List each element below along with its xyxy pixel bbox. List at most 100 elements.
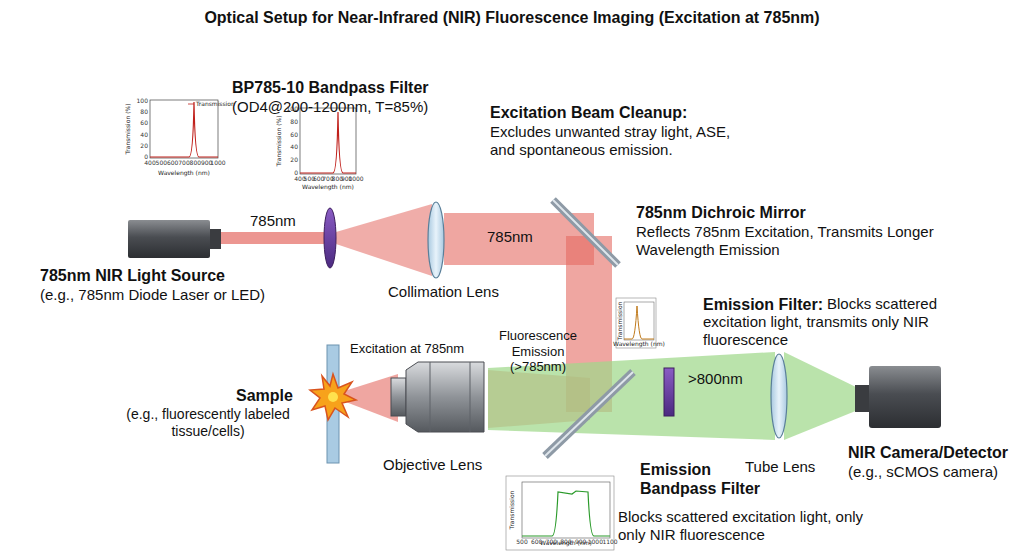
- filter-description: Blocks scattered excitation light, trans…: [703, 295, 988, 349]
- beam-label: Fluorescence Emission (>785nm): [492, 328, 584, 375]
- tick-label: 700: [546, 539, 557, 545]
- tick-label: 1100: [602, 539, 617, 545]
- tick-label: 100: [137, 98, 148, 104]
- spectrum-chart: [300, 112, 356, 173]
- fluorescence-burst: [310, 374, 356, 420]
- source-description: (e.g., 785nm Diode Laser or LED): [40, 286, 265, 304]
- lens-name: Objective Lens: [383, 456, 482, 474]
- axis-title: Wavelength (nm): [302, 184, 354, 190]
- spectrum-chart: [522, 491, 610, 536]
- camera: [855, 366, 941, 428]
- detector-description: (e.g., sCMOS camera): [848, 463, 998, 481]
- wavelength-label: >800nm: [688, 370, 743, 388]
- tick-label: 800: [190, 160, 201, 166]
- camera: [855, 385, 870, 412]
- tick-label: 60: [290, 132, 298, 138]
- tick-label: 80: [290, 119, 298, 125]
- mirror-description: Reflects 785nm Excitation, Transmits Lon…: [636, 223, 966, 259]
- tick-label: 700: [178, 160, 189, 166]
- tube-lens: [771, 354, 787, 438]
- spectrum-chart: [624, 302, 654, 340]
- wavelength-label: 785nm: [250, 212, 296, 230]
- wavelength-label: 785nm: [487, 228, 533, 246]
- dichroic-mirror: [553, 200, 618, 265]
- filter-name: Emission Bandpass Filter: [640, 460, 778, 498]
- spectrum-chart: [150, 102, 218, 157]
- chart-legend: Transmission: [196, 101, 235, 107]
- spectrum-chart: [150, 100, 218, 158]
- objective-lens: [470, 362, 471, 432]
- note-heading: Excitation Beam Cleanup:: [490, 103, 687, 122]
- spectrum-chart: [506, 476, 614, 550]
- detector-name: NIR Camera/Detector: [848, 443, 1008, 462]
- sample-description: (e.g., fluorescently labeled tissue/cell…: [110, 406, 306, 440]
- axis-title: Transmission: [617, 302, 623, 341]
- excitation-beam: [336, 204, 432, 276]
- excitation-beam: [220, 232, 326, 244]
- light-source: [128, 220, 221, 258]
- tube-lens: [771, 354, 787, 438]
- tick-label: 40: [290, 144, 298, 150]
- beam-label: Excitation at 785nm: [350, 341, 464, 357]
- lens-name: Collimation Lens: [388, 283, 499, 301]
- tick-label: 20: [290, 157, 298, 163]
- fluorescence-burst: [310, 374, 356, 420]
- lower-mirror: [545, 372, 633, 456]
- objective-lens: [406, 362, 484, 432]
- objective-lens: [430, 362, 431, 432]
- lower-mirror: [545, 372, 633, 456]
- collimation-lens: [428, 202, 444, 278]
- light-source: [210, 229, 221, 249]
- collimation-lens: [428, 202, 444, 278]
- diagram-title: Optical Setup for Near-Infrared (NIR) Fl…: [0, 9, 1024, 27]
- tick-label: 500: [156, 160, 167, 166]
- emission-filter: [664, 368, 674, 416]
- spectrum-chart: [300, 108, 356, 174]
- tick-label: 600: [167, 160, 178, 166]
- spectrum-chart: [522, 482, 610, 538]
- filter-spec: (OD4@200-1200nm, T=85%): [232, 98, 428, 116]
- source-name: 785nm NIR Light Source: [40, 266, 225, 285]
- spectrum-chart: [300, 108, 356, 174]
- dichroic-mirror: [553, 200, 618, 265]
- axis-title: Transmission (%): [276, 115, 282, 166]
- tick-label: 80: [140, 109, 148, 115]
- fluorescence-burst: [328, 392, 338, 402]
- bandpass-filter: [324, 208, 336, 268]
- tick-label: 900: [575, 539, 586, 545]
- axis-title: Wavelength (nm): [158, 170, 210, 176]
- tick-label: 1000: [210, 160, 225, 166]
- filter-name: BP785-10 Bandpass Filter: [232, 78, 429, 97]
- spectrum-chart: [624, 306, 654, 339]
- light-source: [128, 220, 210, 258]
- camera: [869, 366, 941, 428]
- filter-name: Emission Filter:: [703, 295, 823, 314]
- tick-label: 400: [144, 160, 155, 166]
- tick-label: 40: [140, 132, 148, 138]
- tick-label: 1000: [588, 539, 603, 545]
- sample-name: Sample: [236, 386, 293, 405]
- objective-lens: [391, 378, 406, 416]
- tick-label: 800: [560, 539, 571, 545]
- bandpass-filter: [324, 208, 336, 268]
- emission-beam: [784, 352, 858, 440]
- tick-label: 500: [516, 539, 527, 545]
- spectrum-chart: [150, 100, 218, 158]
- filter-description: Blocks scattered excitation light, only …: [618, 508, 868, 544]
- dichroic-mirror: [553, 200, 618, 265]
- axis-title: Transmission: [509, 491, 515, 530]
- lower-mirror: [545, 372, 633, 456]
- axis-title: Wavelength (nm): [613, 341, 665, 347]
- axis-title: Transmission (%): [125, 103, 131, 154]
- note-text: Excludes unwanted stray light, ASE, and …: [490, 123, 740, 159]
- tick-label: 60: [140, 120, 148, 126]
- lens-name: Tube Lens: [745, 458, 815, 476]
- tick-label: 100: [287, 106, 298, 112]
- mirror-name: 785nm Dichroic Mirror: [636, 203, 806, 222]
- spectrum-chart: [506, 476, 614, 550]
- tick-label: 20: [140, 143, 148, 149]
- tick-label: 1000: [348, 176, 363, 182]
- objective-lens: [391, 362, 484, 432]
- spectrum-chart: [188, 104, 194, 105]
- tick-label: 600: [531, 539, 542, 545]
